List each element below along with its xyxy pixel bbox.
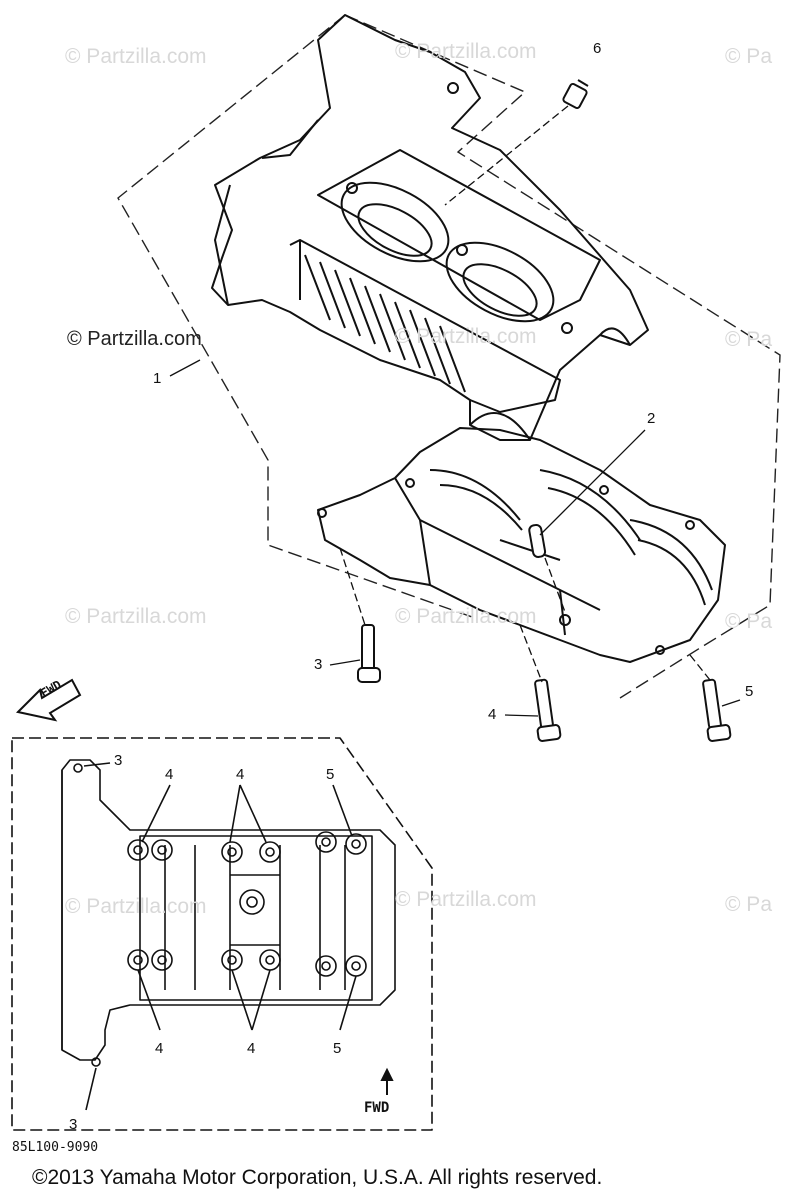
watermark: © Partzilla.com (395, 888, 537, 911)
inset-callout-4: 4 (236, 766, 245, 783)
watermark: © Pa (725, 610, 772, 633)
watermark-featured: © Partzilla.com (67, 328, 202, 350)
callout-6: 6 (593, 40, 602, 57)
inset-callout-4: 4 (247, 1040, 256, 1057)
upper-crankcase (211, 14, 649, 441)
fwd-arrow-icon (15, 678, 82, 722)
part-code: 85L100-9090 (12, 1140, 99, 1155)
watermark: © Partzilla.com (395, 605, 537, 628)
callout-3: 3 (314, 656, 323, 673)
watermark: © Partzilla.com (395, 325, 537, 348)
leader-lines (169, 105, 741, 717)
watermark: © Pa (725, 45, 772, 68)
callout-5: 5 (745, 683, 754, 700)
inset-callout-3: 3 (114, 752, 123, 769)
callout-4: 4 (488, 706, 497, 723)
watermark: © Pa (725, 328, 772, 351)
watermark: © Partzilla.com (65, 605, 207, 628)
bottom-view-inset (11, 737, 433, 1131)
copyright-notice: ©2013 Yamaha Motor Corporation, U.S.A. A… (32, 1166, 603, 1189)
lower-crankcase (317, 427, 726, 663)
callout-1: 1 (153, 370, 162, 387)
plug-part (562, 79, 589, 109)
assembly-dashed-outline (117, 14, 781, 699)
inset-callout-3: 3 (69, 1116, 78, 1133)
watermark: © Partzilla.com (65, 895, 207, 918)
inset-callout-4: 4 (165, 766, 174, 783)
inset-fwd-arrow-icon (380, 1067, 394, 1095)
watermark: © Pa (725, 893, 772, 916)
inset-fwd-label: FWD (364, 1100, 390, 1116)
inset-callout-5: 5 (333, 1040, 342, 1057)
callout-2: 2 (647, 410, 656, 427)
dowel-pin (528, 523, 547, 558)
watermark: © Partzilla.com (395, 40, 537, 63)
watermark: © Partzilla.com (65, 45, 207, 68)
inset-callout-5: 5 (326, 766, 335, 783)
inset-callout-4: 4 (155, 1040, 164, 1057)
bolt-parts (357, 624, 732, 742)
